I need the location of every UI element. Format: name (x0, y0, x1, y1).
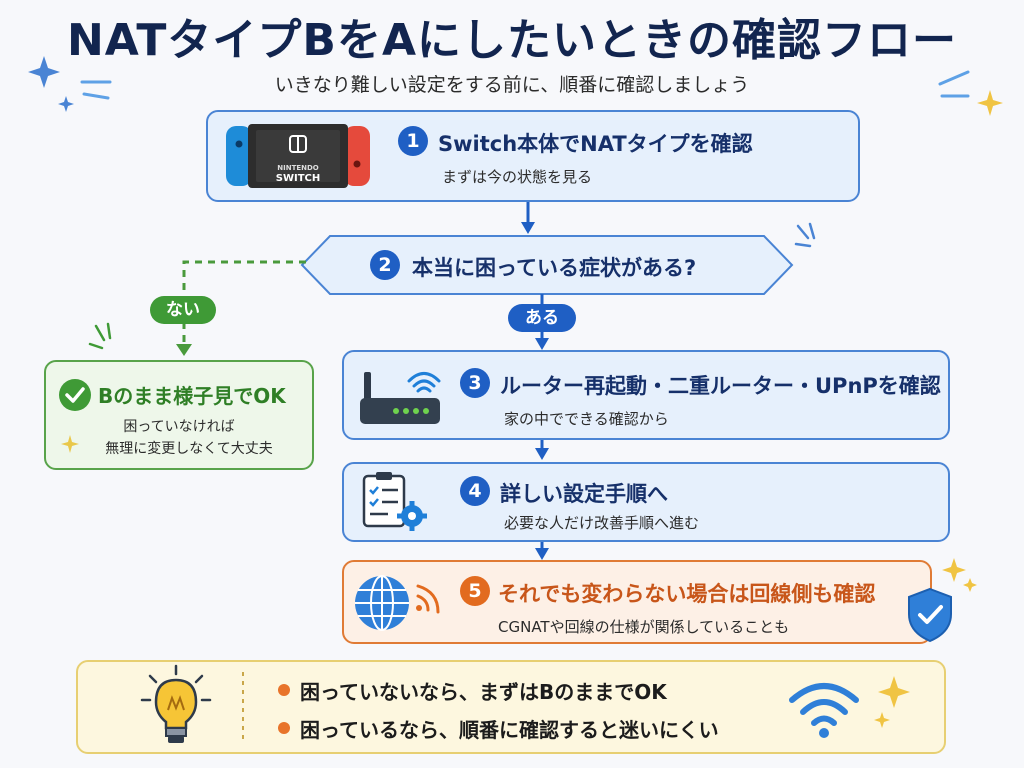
sparkle-icon-summary (874, 676, 910, 728)
page-title: NATタイプBをAにしたいときの確認フロー (66, 15, 958, 66)
no-result-line1: 困っていなければ (123, 419, 235, 435)
step-3-number: 3 (460, 368, 490, 398)
switch-console-icon (226, 124, 370, 188)
summary-card (76, 660, 946, 754)
step-5-card (342, 560, 932, 644)
arrow-4-5 (535, 542, 549, 560)
summary-bullet-dot-1 (278, 684, 290, 696)
step-4-card (342, 462, 950, 542)
no-branch-connector (176, 260, 306, 356)
wifi-icon (789, 683, 859, 738)
no-result-title: Bのまま様子見でOK (98, 384, 286, 408)
step-1-subtitle: まずは今の状態を見る (442, 168, 593, 186)
switch-brand-line2: SWITCH (275, 173, 321, 184)
no-branch-label: ない (150, 296, 216, 324)
step-5-subtitle: CGNATや回線の仕様が関係していることも (498, 618, 790, 636)
yes-branch-label: ある (508, 304, 576, 332)
switch-brand-line1: NINTENDO (277, 164, 319, 172)
step-3-card (342, 350, 950, 440)
globe-signal-icon (355, 575, 440, 631)
accent-lines-icon-no (88, 322, 112, 350)
sparkle-icon-green (61, 435, 79, 453)
step-4-subtitle: 必要な人だけ改善手順へ進む (504, 514, 700, 532)
step-3-subtitle: 家の中でできる確認から (504, 410, 669, 428)
sparkle-icon (28, 56, 74, 112)
sparkle-icon-shield (942, 558, 977, 592)
shield-check-icon (908, 587, 952, 643)
summary-divider (242, 672, 244, 742)
no-result-card (44, 360, 314, 470)
check-circle-icon (59, 379, 91, 411)
checklist-gear-icon (362, 472, 427, 531)
step-1-title: Switch本体でNATタイプを確認 (438, 132, 753, 156)
lightbulb-icon (140, 664, 212, 743)
accent-lines-icon (80, 80, 112, 100)
arrow-3-4 (535, 440, 549, 460)
page-subtitle: いきなり難しい設定をする前に、順番に確認しましょう (274, 74, 750, 96)
step-5-number: 5 (460, 576, 490, 606)
accent-lines-icon-step2 (794, 222, 816, 248)
router-icon (360, 372, 441, 424)
step-4-number: 4 (460, 476, 490, 506)
summary-bullet-2: 困っているなら、順番に確認すると迷いにくい (300, 718, 719, 742)
step-2-title: 本当に困っている症状がある? (412, 256, 697, 280)
step-4-title: 詳しい設定手順へ (500, 482, 668, 506)
no-result-line2: 無理に変更しなくて大丈夫 (105, 441, 273, 457)
step-2-decision-shape (300, 235, 794, 295)
step-2-number: 2 (370, 250, 400, 280)
step-1-number: 1 (398, 126, 428, 156)
summary-bullet-1: 困っていないなら、まずはBのままでOK (300, 680, 667, 704)
sparkle-icon-right (938, 70, 1003, 116)
arrow-1-2 (521, 202, 535, 234)
summary-bullet-dot-2 (278, 722, 290, 734)
step-3-title: ルーター再起動・二重ルーター・UPnPを確認 (500, 374, 941, 398)
step-5-title: それでも変わらない場合は回線側も確認 (498, 582, 876, 606)
